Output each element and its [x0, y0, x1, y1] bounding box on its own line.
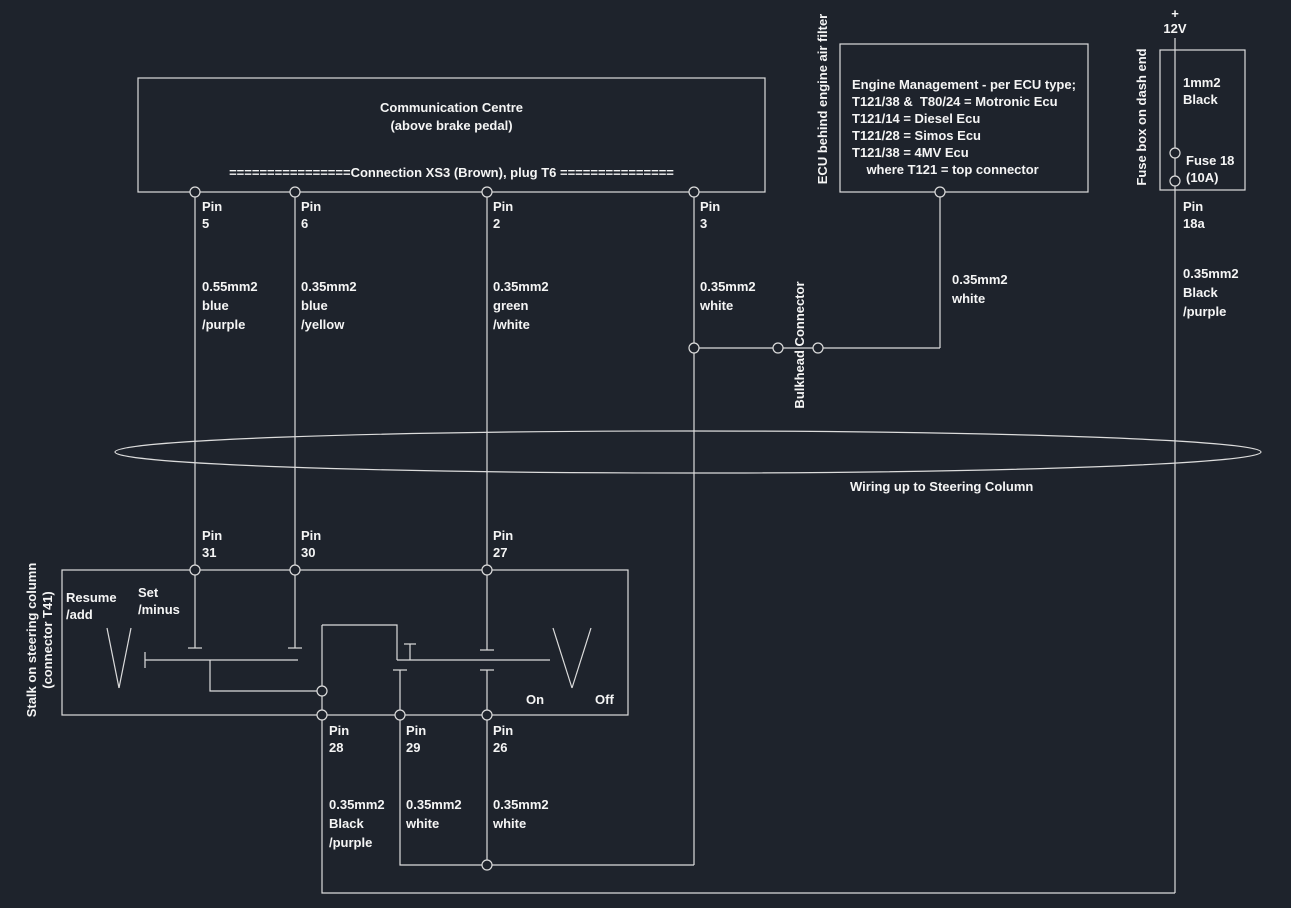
fuse-terminal-top [1169, 147, 1181, 159]
resume-add-label: Resume /add [66, 590, 117, 622]
pin29-wire-spec: 0.35mm2 white [406, 797, 462, 831]
pin2-wire-spec: 0.35mm2 green /white [493, 279, 549, 332]
pin5-wire-spec: 0.55mm2 blue /purple [202, 279, 258, 332]
bulkhead-connector-label: Bulkhead Connector [792, 281, 807, 409]
terminal-pin3 [688, 186, 700, 198]
terminal-pin29 [394, 709, 406, 721]
fuse-box [1159, 49, 1246, 191]
wire-pin28-to-onoff-bar [322, 624, 398, 660]
pin28-label: Pin 28 [329, 723, 350, 755]
off-label: Off [595, 692, 614, 707]
terminal-pin31 [189, 564, 201, 576]
pin30-label: Pin 30 [301, 528, 322, 560]
junction-pin26-pin29 [481, 859, 493, 871]
off-arrow-right-stroke [571, 627, 592, 689]
fuse-wire-label: 1mm2 Black [1183, 75, 1221, 107]
fuse-terminal-bottom [1169, 175, 1181, 187]
supply-12v-label: + 12V [1163, 6, 1187, 36]
off-arrow-left-stroke [552, 627, 573, 689]
ecu-location-label: ECU behind engine air filter [815, 13, 830, 185]
bulkhead-connector-right [812, 342, 824, 354]
junction-switch-feed [316, 685, 328, 697]
bulkhead-connector-left [772, 342, 784, 354]
pin28-wire-spec: 0.35mm2 Black /purple [329, 797, 385, 850]
wire-switchbar-to-pin28 [209, 660, 322, 692]
loom-label: Wiring up to Steering Column [850, 479, 1034, 494]
wire-pin29 [399, 670, 694, 866]
terminal-pin2 [481, 186, 493, 198]
fuse-wire-spec: 0.35mm2 Black /purple [1183, 266, 1239, 319]
fuse-box-location-label: Fuse box on dash end [1134, 48, 1149, 186]
ecu-info-text: Engine Management - per ECU type; T121/3… [852, 77, 1076, 177]
terminal-ecu [934, 186, 946, 198]
terminal-pin5 [189, 186, 201, 198]
ecu-box [839, 43, 1089, 193]
pin3-wire-spec: 0.35mm2 white [700, 279, 756, 313]
pin6-label: Pin 6 [301, 199, 322, 231]
pin5-label: Pin 5 [202, 199, 223, 231]
pin31-label: Pin 31 [202, 528, 223, 560]
pin29-label: Pin 29 [406, 723, 427, 755]
resume-arrow-left-stroke [106, 627, 120, 689]
set-minus-label: Set /minus [138, 585, 180, 617]
pin3-label: Pin 3 [700, 199, 721, 231]
junction-pin3-bulkhead [688, 342, 700, 354]
communication-centre-box [137, 77, 766, 193]
ecu-wire-spec: 0.35mm2 white [952, 272, 1008, 306]
on-label: On [526, 692, 545, 707]
terminal-pin30 [289, 564, 301, 576]
communication-centre-title: Communication Centre (above brake pedal) [379, 100, 523, 133]
connection-xs3-row: ================Connection XS3 (Brown), … [229, 165, 674, 180]
terminal-pin26 [481, 709, 493, 721]
pin6-wire-spec: 0.35mm2 blue /yellow [301, 279, 357, 332]
terminal-pin27 [481, 564, 493, 576]
pin26-wire-spec: 0.35mm2 white [493, 797, 549, 831]
stalk-box [61, 569, 629, 716]
resume-arrow-right-stroke [118, 627, 132, 689]
pin27-label: Pin 27 [493, 528, 514, 560]
pin2-label: Pin 2 [493, 199, 514, 231]
pin26-label: Pin 26 [493, 723, 514, 755]
stalk-location-label: Stalk on steering column (connector T41) [24, 562, 55, 718]
fuse18-label: Fuse 18 (10A) [1186, 153, 1235, 185]
terminal-pin6 [289, 186, 301, 198]
wire-pin28-to-fuse [321, 715, 1175, 894]
terminal-pin28 [316, 709, 328, 721]
pin18a-label: Pin 18a [1183, 199, 1205, 231]
steering-column-loom-ellipse [114, 430, 1262, 474]
